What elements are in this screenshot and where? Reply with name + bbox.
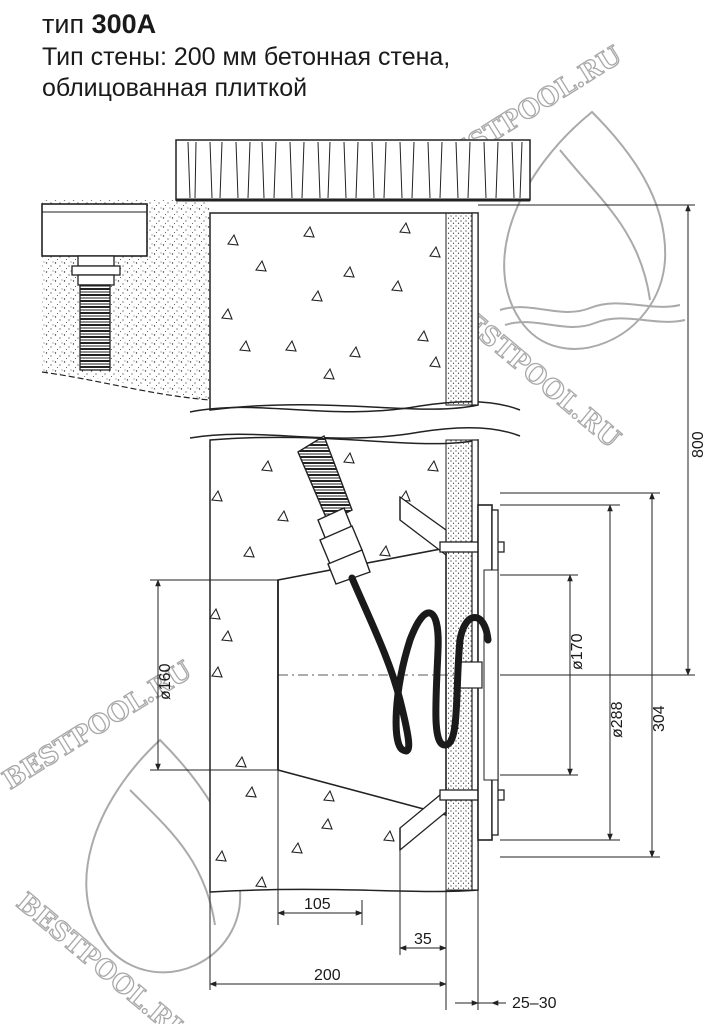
dim-200: 200 (314, 967, 341, 984)
dim-288: ø288 (609, 701, 626, 738)
dim-35: 35 (414, 931, 432, 948)
watermark-bottom-left: BESTPOOL.RU BESTPOOL.RU (0, 655, 242, 1024)
title-block: тип 300А Тип стены: 200 мм бетонная стен… (42, 6, 450, 104)
dim-25-30: 25–30 (512, 995, 557, 1012)
type-title: тип 300А (42, 6, 450, 42)
type-prefix: тип (42, 9, 85, 39)
skimmer-box (41, 203, 148, 371)
power-cable (348, 574, 492, 755)
type-code: 300А (91, 9, 157, 39)
wall-type-line2: облицованная плиткой (42, 74, 308, 102)
cable-gland (297, 434, 371, 585)
dimension-lines (150, 204, 695, 1010)
dim-800: 800 (690, 431, 707, 458)
dim-304: 304 (651, 705, 668, 732)
deck-tiles (175, 139, 531, 202)
dim-160: ø160 (157, 663, 174, 700)
wall-type-line1: Тип стены: 200 мм бетонная стена, (42, 43, 451, 71)
dim-105: 105 (304, 896, 331, 913)
dim-170: ø170 (569, 633, 586, 670)
lamp-niche (277, 495, 505, 852)
